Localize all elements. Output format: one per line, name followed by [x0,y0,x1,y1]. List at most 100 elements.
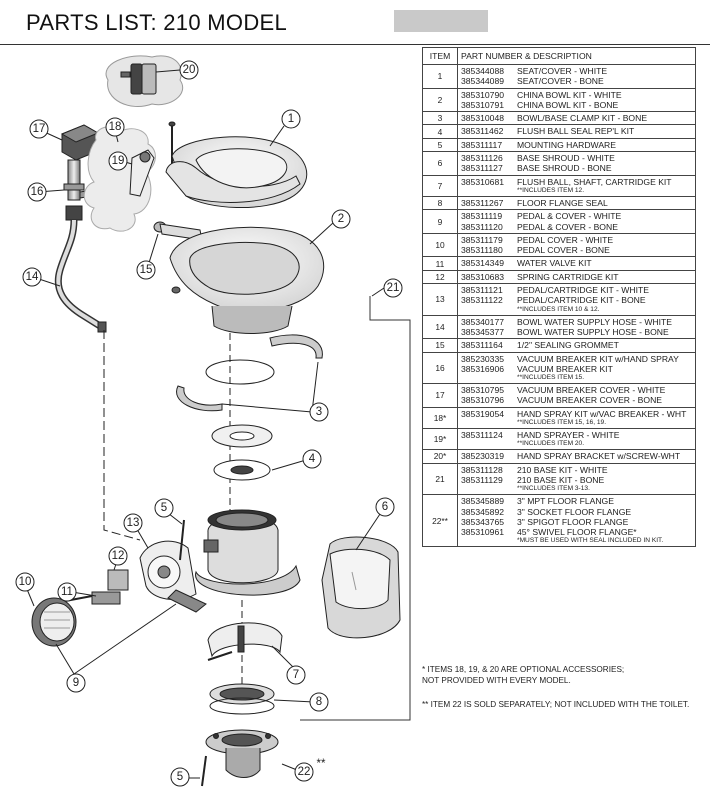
part-number: 385311267 [461,197,504,208]
item-number: 21 [422,462,458,496]
mounting-screw-middle [179,519,185,561]
callout-16: 16 [31,186,44,198]
pedal-cartridge [139,540,207,613]
part-description: 3" SPIGOT FLOOR FLANGE [517,516,629,527]
part-description: CHINA BOWL KIT - BONE [517,99,619,110]
part-line: 385311462 FLUSH BALL SEAL REP'L KIT [461,126,692,136]
part-number: 385310790 [461,89,505,100]
hand-sprayer [129,149,155,197]
callout-22: 22 [298,766,311,778]
part-number: 385311117 [461,139,503,150]
callout-3: 3 [316,406,322,418]
part-number: 385311124 [461,430,503,441]
item-number: 2 [422,87,458,113]
part-description: 210 BASE KIT - WHITE [517,464,608,475]
callout-6: 6 [382,501,388,513]
table-header-row: ITEM PART NUMBER & DESCRIPTION [422,47,696,65]
callout-9: 9 [73,677,79,689]
part-description: HAND SPRAY BRACKET w/SCREW-WHT [517,451,681,462]
item-number: 20* [422,449,458,464]
part-description: FLUSH BALL, SHAFT, CARTRIDGE KIT [517,176,672,187]
part-line: 385310681 FLUSH BALL, SHAFT, CARTRIDGE KI… [461,177,692,187]
part-description: BOWL/BASE CLAMP KIT - BONE [517,113,648,124]
part-description: VACUUM BREAKER KIT w/HAND SPRAY [517,353,679,364]
part-note: **INCLUDES ITEM 15, 16, 19. [517,419,607,427]
part-number: 385311179 [461,234,503,245]
part-description: SEAT/COVER - BONE [517,76,604,87]
callout-20: 20 [183,64,196,76]
part-description: 3" SOCKET FLOOR FLANGE [517,506,632,517]
callout-22-marker: ** [317,758,326,770]
part-description: FLUSH BALL SEAL REP'L KIT [517,126,635,137]
part-number: 385310791 [461,99,505,110]
callout-12: 12 [112,550,125,562]
part-number: 385311121 [461,285,503,296]
toilet-base [195,509,301,596]
column-header-item: ITEM [422,47,458,65]
part-number: 385343765 [461,516,505,527]
part-line: 385343765 3" SPIGOT FLOOR FLANGE [461,517,692,527]
item-number: 12 [422,269,458,285]
part-description: SEAT/COVER - WHITE [517,66,608,76]
callout-21: 21 [387,282,400,294]
part-note: **INCLUDES ITEM 3-13. [517,485,590,493]
part-number: 385311164 [461,340,503,351]
item-number: 19* [422,428,458,451]
footnote-optional-line1: * ITEMS 18, 19, & 20 ARE OPTIONAL ACCESS… [422,665,625,674]
part-number: 385310796 [461,395,505,406]
item-number: 8 [422,195,458,211]
footnote-optional-line2: NOT PROVIDED WITH EVERY MODEL. [422,676,571,685]
item-number: 7 [422,174,458,197]
part-number: 385319054 [461,408,505,419]
part-description-cell: 385311462 FLUSH BALL SEAL REP'L KIT [457,124,696,139]
base-kit-bracket [300,296,411,721]
column-header-description: PART NUMBER & DESCRIPTION [457,47,696,65]
callout-11: 11 [61,586,73,598]
part-number: 385310681 [461,176,505,187]
part-number: 385311127 [461,163,503,174]
part-note: *MUST BE USED WITH SEAL INCLUDED IN KIT. [517,537,664,545]
callout-1: 1 [288,113,294,125]
item-number: 16 [422,351,458,385]
part-number: 385311462 [461,126,504,137]
floor-flange [205,729,279,778]
callout-17: 17 [33,123,46,135]
mounting-screw-lower [201,755,207,787]
